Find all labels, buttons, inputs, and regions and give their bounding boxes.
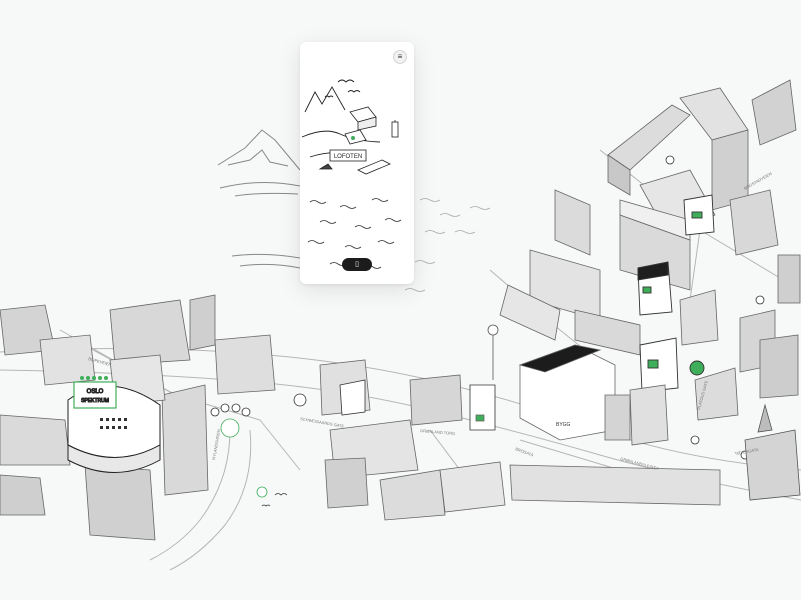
oslo-spektrum-building: OSLO SPEKTRUM — [67, 376, 161, 473]
bird-icons — [261, 493, 288, 507]
station-sign: BYGG — [556, 422, 571, 428]
district-upper-right — [499, 79, 801, 421]
book-icon: ▯ — [355, 261, 359, 268]
phone-mockup: LOFOTEN — [300, 42, 414, 284]
hamburger-icon: ≡ — [397, 52, 403, 61]
street-label: NYLANDSVEIEN — [211, 429, 221, 460]
tower — [487, 324, 499, 380]
accent-buildings — [637, 194, 715, 393]
lofoten-illustration: LOFOTEN — [301, 79, 402, 269]
street-label: SCHWEIGAARDS GATE — [300, 416, 345, 429]
water-sketch — [404, 198, 491, 292]
star-icons — [80, 376, 108, 380]
menu-button[interactable]: ≡ — [393, 50, 407, 64]
district-left — [0, 304, 209, 541]
street-label: BROGATA — [515, 446, 535, 457]
book-button[interactable]: ▯ — [342, 258, 372, 271]
street-label: BISPEVEIEN — [88, 356, 112, 367]
district-center — [109, 294, 721, 521]
mountain-sketch — [217, 129, 301, 269]
place-label-lofoten: LOFOTEN — [334, 154, 362, 160]
park-trees — [210, 155, 765, 498]
street-label: GRØNLAND TORG — [420, 428, 456, 436]
spectrum-sign-line-2: SPEKTRUM — [81, 398, 109, 404]
church-building — [744, 403, 801, 501]
spectrum-sign-line-1: OSLO — [87, 389, 104, 395]
street-label: TØYENGATA — [734, 447, 759, 456]
